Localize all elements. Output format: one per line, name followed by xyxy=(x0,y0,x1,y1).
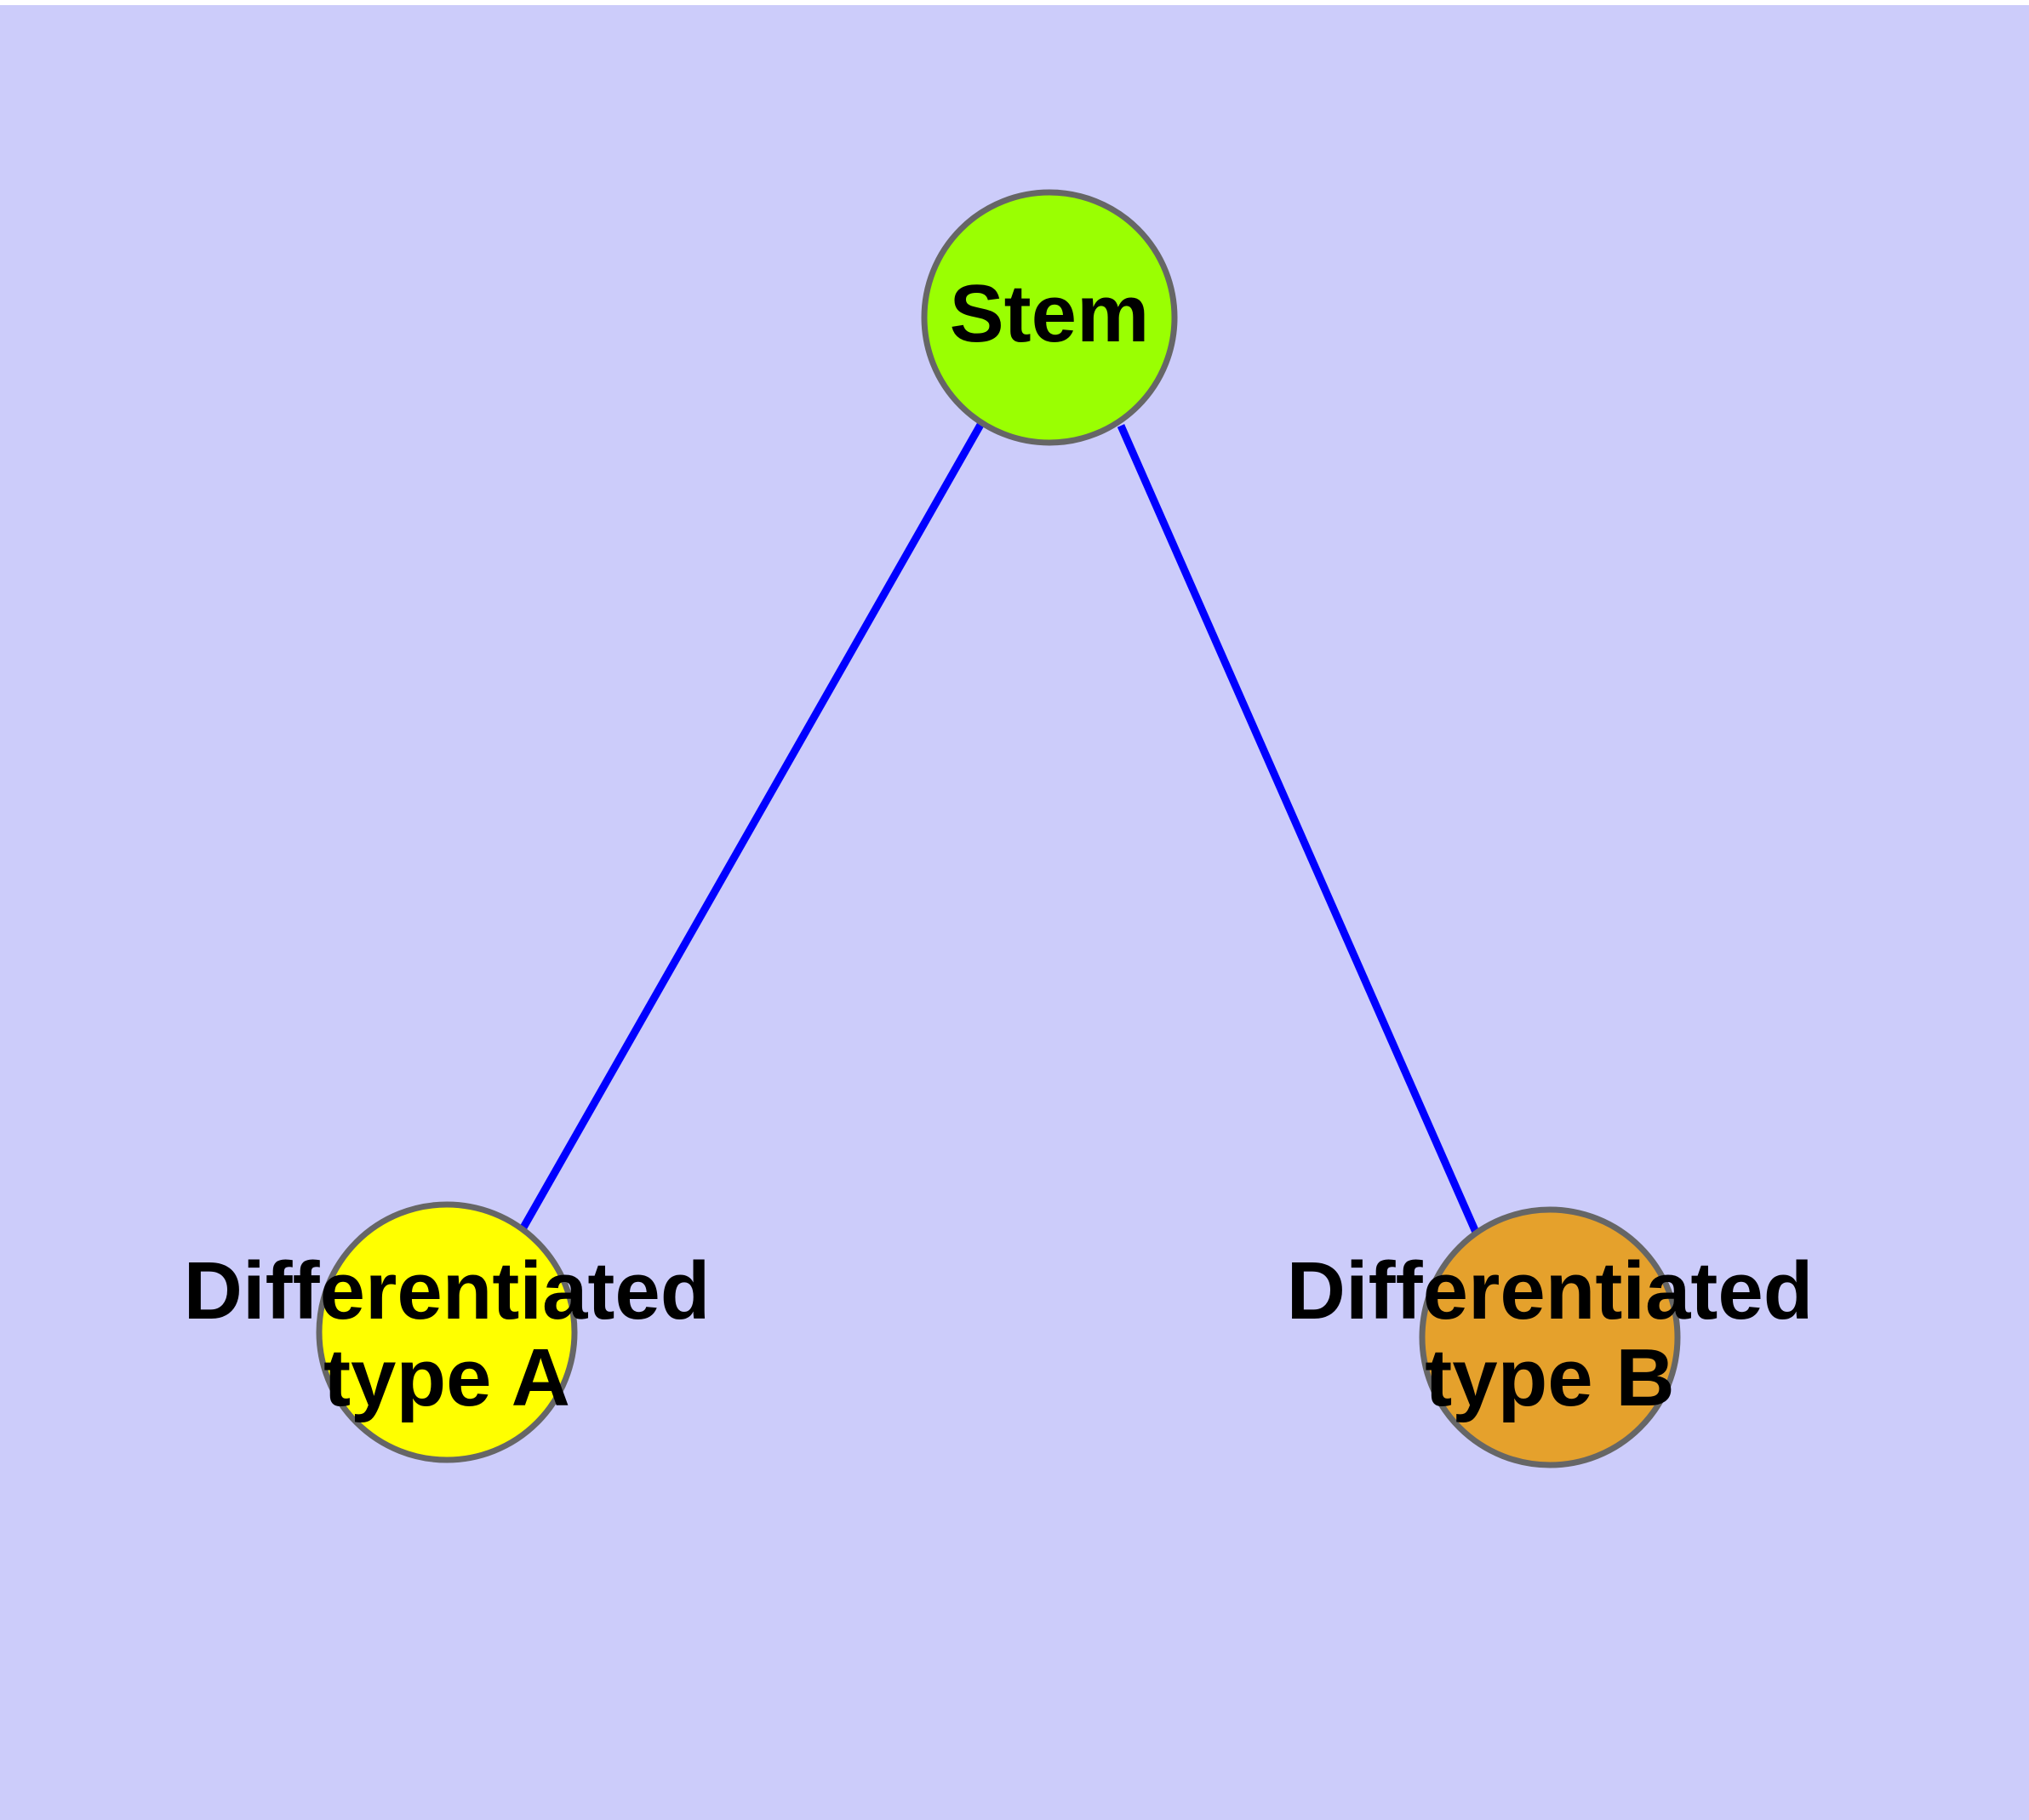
node-differentiated-type-a-circle[interactable] xyxy=(316,1201,578,1463)
edge-stem-to-differentiated-type-a[interactable] xyxy=(520,422,984,1230)
node-differentiated-type-b-circle[interactable] xyxy=(1419,1206,1681,1468)
node-layer xyxy=(316,189,1681,1468)
edge-layer xyxy=(520,422,1482,1238)
node-stem-circle[interactable] xyxy=(921,189,1178,446)
edge-stem-to-differentiated-type-b[interactable] xyxy=(1117,424,1482,1238)
